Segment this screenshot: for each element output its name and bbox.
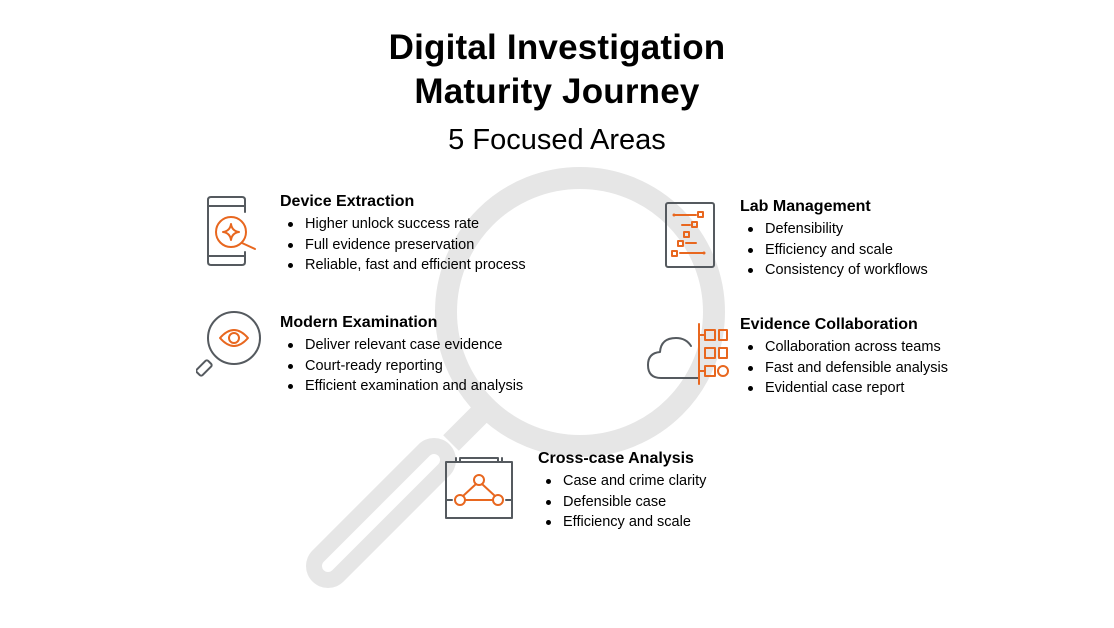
- list-item: Case and crime clarity: [538, 471, 706, 492]
- phone-magnifier-icon: [207, 196, 256, 266]
- list-item: Defensibility: [740, 219, 928, 240]
- list-item: Court-ready reporting: [280, 356, 523, 377]
- list-item: Efficiency and scale: [740, 240, 928, 261]
- list-item: Defensible case: [538, 492, 706, 513]
- area-title: Evidence Collaboration: [740, 316, 918, 333]
- page-title-line2: Maturity Journey: [414, 72, 700, 111]
- bullet-list: Deliver relevant case evidence Court-rea…: [280, 335, 523, 397]
- workflow-document-icon: [665, 202, 715, 268]
- list-item: Higher unlock success rate: [280, 214, 526, 235]
- area-title: Device Extraction: [280, 193, 415, 210]
- page-title-line1: Digital Investigation: [388, 28, 726, 67]
- list-item: Efficiency and scale: [538, 512, 706, 533]
- list-item: Evidential case report: [740, 378, 948, 399]
- list-item: Efficient examination and analysis: [280, 376, 523, 397]
- bullet-list: Defensibility Efficiency and scale Consi…: [740, 219, 928, 281]
- list-item: Full evidence preservation: [280, 235, 526, 256]
- bullet-list: Higher unlock success rate Full evidence…: [280, 214, 526, 276]
- cloud-collaboration-icon: [647, 323, 729, 385]
- list-item: Fast and defensible analysis: [740, 358, 948, 379]
- list-item: Reliable, fast and efficient process: [280, 255, 526, 276]
- bullet-list: Case and crime clarity Defensible case E…: [538, 471, 706, 533]
- list-item: Deliver relevant case evidence: [280, 335, 523, 356]
- area-title: Cross-case Analysis: [538, 450, 694, 467]
- bullet-list: Collaboration across teams Fast and defe…: [740, 337, 948, 399]
- list-item: Consistency of workflows: [740, 260, 928, 281]
- list-item: Collaboration across teams: [740, 337, 948, 358]
- eye-magnifier-icon: [196, 311, 261, 377]
- case-network-icon: [445, 457, 513, 519]
- area-title: Lab Management: [740, 198, 871, 215]
- area-title: Modern Examination: [280, 314, 438, 331]
- page-subtitle: 5 Focused Areas: [448, 124, 666, 156]
